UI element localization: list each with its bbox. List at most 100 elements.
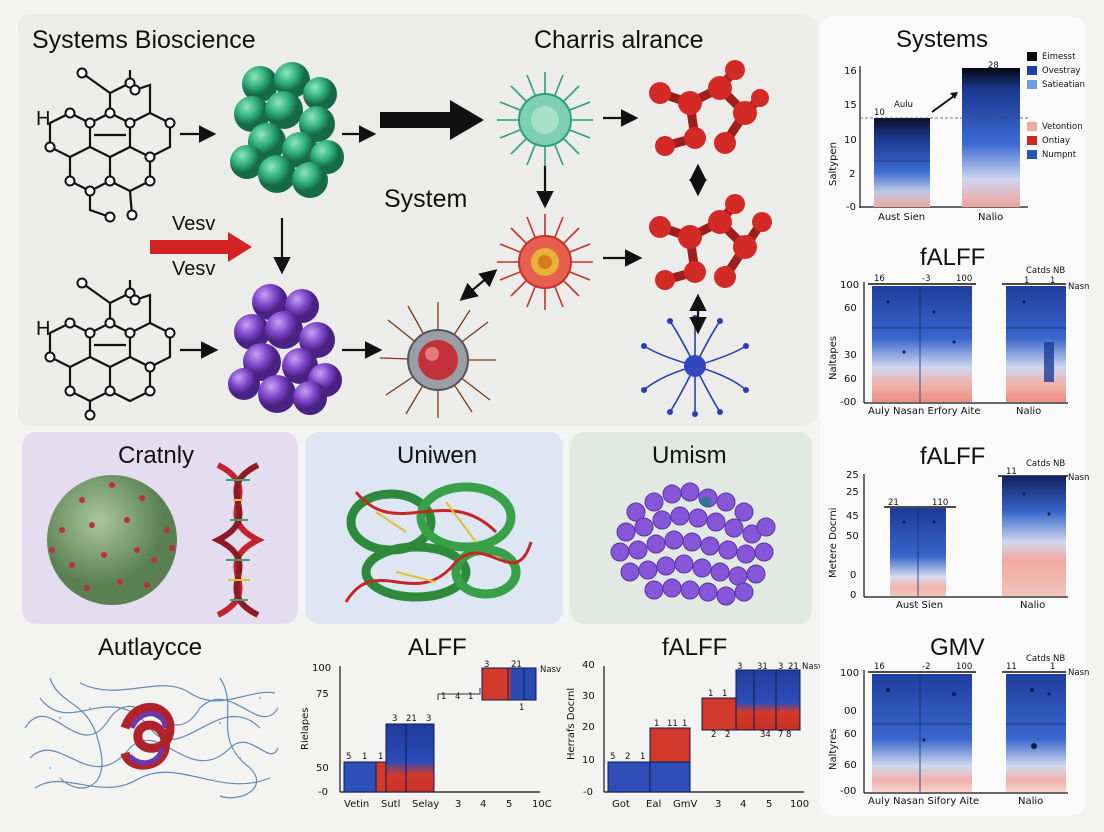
falff1-top-right-tick-0: 1 [1024,276,1030,286]
falff-bar-eal [649,761,691,793]
falff2-xtick-0: Aust Sien [896,600,944,611]
legend-swatch-5 [1027,150,1037,159]
falff-annot-6: 1 [708,689,714,699]
card-uniwen-title: Uniwen [397,442,478,469]
falff-annot-10: 3 [778,662,784,672]
alff-ytick-0: 100 [312,663,332,674]
h-label-2: H [36,318,51,340]
systems-xtick-1: Nalio [978,212,1004,223]
falff2-xtick-1: Nalio [1020,600,1046,611]
falff-annot-11: 21 [788,662,799,672]
falff-annot-12: 2 [711,730,717,740]
falff-ytick-4: -0 [583,787,593,798]
falff2-ytick-4: 0 [850,570,857,581]
falff-annot-14: 34 [760,730,771,740]
alff-annot-3: 3 [392,714,398,724]
polymer-network-icon [24,677,279,799]
legend-label-4: Ontiay [1042,136,1071,146]
vesv-label-2: Vesv [172,258,216,280]
systems-bar-label-1: Aulu [894,100,913,110]
alff-xtick-1: Sutl [381,799,401,810]
falff2-top-tick-1: 110 [932,498,949,508]
red-spiky-particle [497,214,593,310]
gmv-top-tick-0: 16 [874,662,885,672]
alff-annot-4: 21 [406,714,417,724]
falff-ytick-0: 40 [582,660,595,671]
falff-right-label: Nasv [802,662,824,672]
legend-swatch-0 [1027,52,1037,61]
flow-arrows [150,100,707,359]
falff-xtick-3: 3 [715,799,722,810]
gmv-ytick-3: 60 [844,760,857,771]
falff1-top-tick-2: 100 [956,274,973,284]
gmv-top-right: Catds NB [1026,654,1066,664]
gmv-heatmap [863,670,1068,794]
systems-ytick-2: 10 [844,135,857,146]
falff1-top-tick-1: -3 [922,274,931,284]
legend-label-5: Numpnt [1042,150,1077,160]
alff-xtick-5: 5 [506,799,513,810]
alff-annot-9: 3 [484,660,490,670]
falff2-heatmap [863,474,1068,598]
alff-annot-10: 21 [511,660,522,670]
legend-label-2: Satieatian [1042,80,1086,90]
gmv-ytick-2: 60 [844,729,857,740]
red-molecule-middle [649,194,772,290]
falff-ytick-1: 30 [582,691,595,702]
legend-swatch-4 [1027,136,1037,145]
gmv-xtick-0: Auly Nasan Sifory Aite [868,796,980,807]
alff-ytick-3: -0 [318,787,328,798]
legend-swatch-2 [1027,80,1037,89]
falff-annot-3: 1 [654,719,660,729]
top-center-title: Charris alrance [534,26,704,54]
gmv-right-label: Nasn [1068,668,1090,678]
systems-ytick-3: 2 [849,169,856,180]
systems-ytick-4: -0 [846,202,856,213]
falff2-top-tick-0: 21 [888,498,899,508]
legend-label-0: Eimesst [1042,52,1076,62]
falff-xtick-5: 5 [766,799,773,810]
falff1-ylabel: Naltapes [828,335,839,380]
dna-helix-icon [211,462,265,618]
gmv-ylabel: Naltyres [828,728,839,770]
falff-annot-16: 8 [786,730,792,740]
blue-spiky-particle [641,315,749,417]
systems-ytick-0: 16 [844,66,857,77]
falff-xtick-4: 4 [740,799,747,810]
molecule-skeleton-top [44,67,176,223]
falff-annot-7: 1 [722,689,728,699]
virus-sphere-icon [47,475,177,605]
gmv-xtick-1: Nalio [1018,796,1044,807]
falff-ytick-2: 20 [582,722,595,733]
main-title: Systems Bioscience [32,26,256,54]
legend-swatch-3 [1027,122,1037,131]
falff1-ytick-2: 30 [844,350,857,361]
falff1-top-right: Catds NB [1026,266,1066,276]
falff2-top-right-tick: 11 [1006,467,1017,477]
falff-annot-15: 7 [778,730,784,740]
gmv-top-right-tick-1: 1 [1050,662,1056,672]
alff-annot-7: 4 [455,692,461,702]
gmv-top-right-tick-0: 11 [1006,662,1017,672]
alff-bracket-4 [437,688,481,700]
alff-bar-sutl [375,761,387,793]
systems-ytick-1: 15 [844,100,857,111]
falff1-xtick-0: Auly Nasan Erfory Aite [868,406,981,417]
falff2-ytick-0: 25 [846,470,859,481]
h-label-1: H [36,108,51,130]
falff-annot-4: 11 [667,719,678,729]
card-cratnly-title: Cratnly [118,442,195,469]
falff1-xtick-1: Nalio [1016,406,1042,417]
purple-protein-cluster [228,284,342,415]
falff-ytick-3: 10 [582,755,595,766]
systems-xtick-0: Aust Sien [878,212,926,223]
systems-title: Systems [896,26,989,53]
alff-bar-vetin [343,761,377,793]
alff-annot-8: 1 [468,692,474,702]
alff-xtick-3: 3 [455,799,462,810]
gmv-top-tick-1: -2 [922,662,931,672]
falff1-top-right-tick-1: 1 [1050,276,1056,286]
alff-bar-5 [481,667,537,701]
legend-label-3: Vetontion [1042,122,1083,132]
gmv-ytick-1: 00 [844,706,857,717]
